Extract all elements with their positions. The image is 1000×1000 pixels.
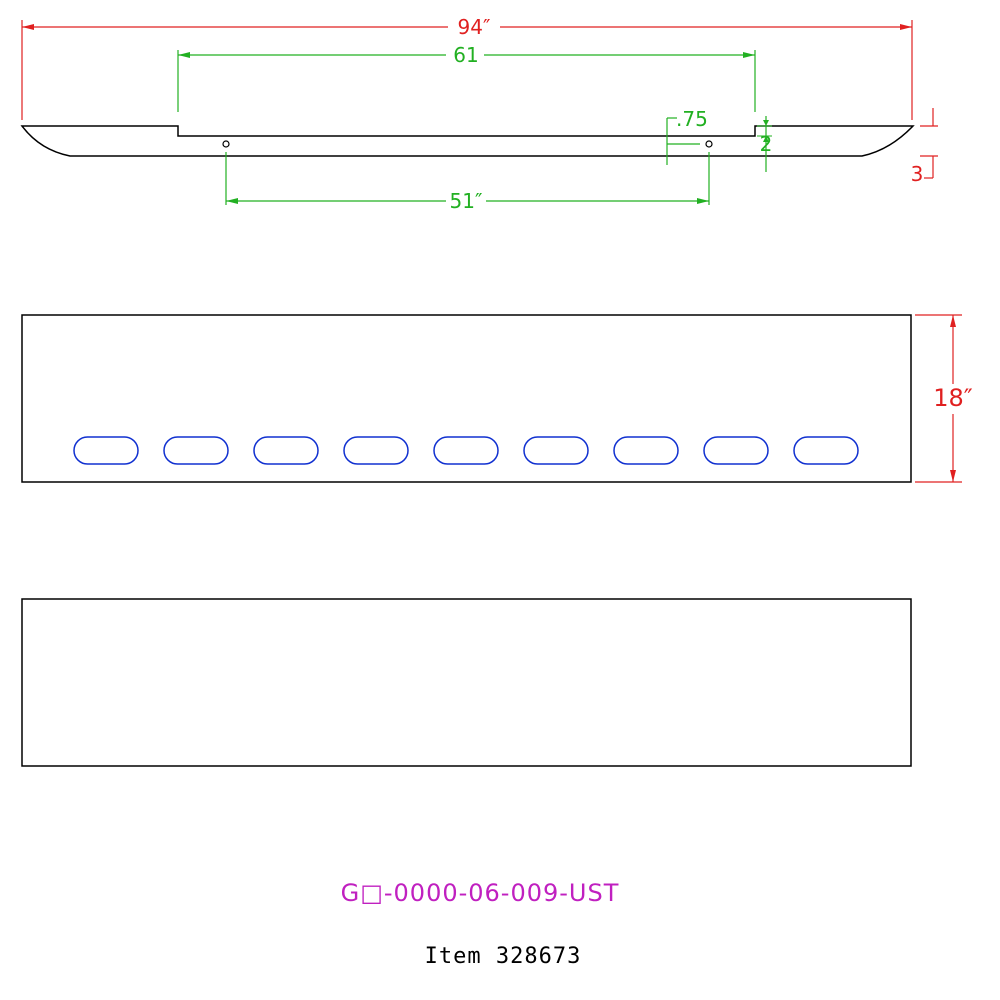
light-slot <box>703 436 769 465</box>
light-slot <box>523 436 589 465</box>
light-slot <box>253 436 319 465</box>
top-profile-view <box>20 125 915 157</box>
front-panel-outline <box>21 314 912 483</box>
dimension-hole-offset: .75 <box>666 107 708 165</box>
dimension-notch-span: 61 <box>177 43 756 112</box>
dimension-end-height: 3 <box>911 108 938 186</box>
dimension-overall-length: 94″ <box>21 15 913 120</box>
dimension-panel-height: 18″ <box>915 314 973 483</box>
dimension-hole-offset-label: .75 <box>676 107 708 131</box>
light-slot <box>793 436 859 465</box>
front-panel-view <box>21 314 912 483</box>
dimension-notch-span-label: 61 <box>453 43 478 67</box>
profile-outline <box>20 125 915 157</box>
light-slots <box>73 436 859 465</box>
light-slot <box>433 436 499 465</box>
mounting-hole-left <box>222 140 230 148</box>
dimension-overall-length-label: 94″ <box>458 15 491 39</box>
light-slot <box>613 436 679 465</box>
light-slot <box>73 436 139 465</box>
mounting-hole-right <box>705 140 713 148</box>
dimension-end-height-label: 3 <box>911 162 924 186</box>
back-panel-outline <box>21 598 912 767</box>
light-slot <box>343 436 409 465</box>
dimension-hole-spacing-label: 51″ <box>450 189 483 213</box>
dimension-panel-height-label: 18″ <box>933 384 973 412</box>
item-number: Item 328673 <box>425 944 582 969</box>
light-slot <box>163 436 229 465</box>
dimension-notch-depth: 2 <box>757 116 772 172</box>
dimension-hole-spacing: 51″ <box>225 152 710 213</box>
part-number: G□-0000-06-009-UST <box>341 879 620 907</box>
dimension-notch-depth-label: 2 <box>760 132 773 156</box>
